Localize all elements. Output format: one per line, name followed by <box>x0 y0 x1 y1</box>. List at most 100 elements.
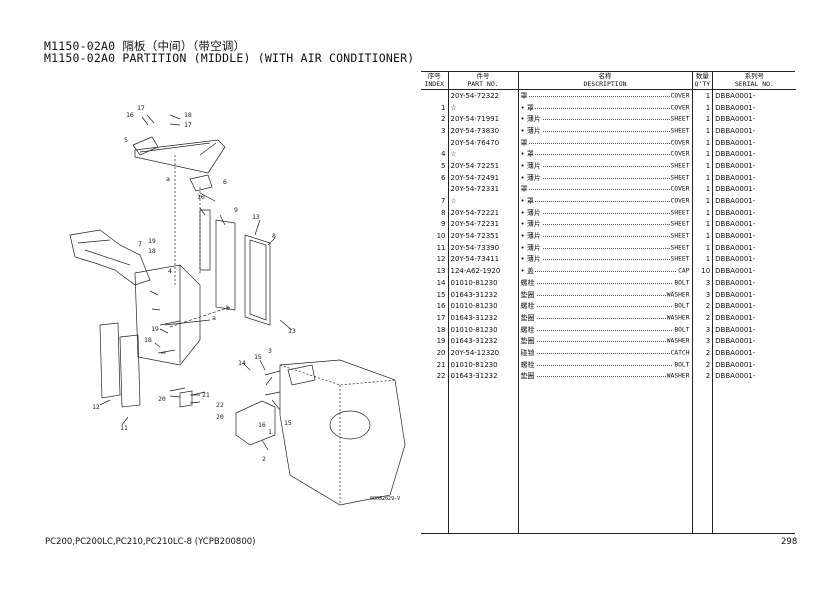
description-cn: • 薄片 <box>520 220 542 229</box>
row-index: 3 <box>421 125 449 137</box>
callout-13: 13 <box>252 213 260 221</box>
filler-cell <box>713 382 796 534</box>
row-index: 18 <box>421 323 449 336</box>
row-qty: 3 <box>692 288 714 301</box>
dot-leader <box>522 236 688 238</box>
row-index <box>421 89 449 102</box>
description-en: WASHER <box>665 291 690 299</box>
description-en: SHEET <box>669 209 690 217</box>
row-qty: 1 <box>692 148 714 161</box>
row-part-no: 20Y-54-73390 <box>448 241 519 254</box>
callout-16: 16 <box>126 111 134 119</box>
row-index: 1 <box>421 101 449 114</box>
row-part-no: 20Y-54-72251 <box>448 160 519 172</box>
description-cn: • 薄片 <box>520 243 542 252</box>
row-qty: 2 <box>692 370 714 383</box>
dot-leader <box>522 119 688 121</box>
row-part-no: 20Y-54-76470 <box>448 136 519 149</box>
row-index: 12 <box>421 253 449 266</box>
callout-3: 3 <box>268 347 272 355</box>
row-part-no: 20Y-54-72491 <box>448 171 519 184</box>
row-part-no: 01643-31232 <box>448 312 519 324</box>
callout-12: 12 <box>92 403 100 411</box>
description-cn: • 薄片 <box>520 126 542 135</box>
row-qty: 2 <box>692 300 714 313</box>
dot-leader <box>522 154 688 156</box>
description-cn: 罩 <box>520 91 529 100</box>
row-part-no: 20Y-54-73830 <box>448 125 519 137</box>
row-qty: 1 <box>692 125 714 137</box>
row-serial-no: DBBA0001- <box>715 115 756 124</box>
row-part-no: 20Y-54-71991 <box>448 113 519 126</box>
description-en: SHEET <box>669 220 690 228</box>
description-cn: 螺栓 <box>520 325 536 334</box>
callout-17: 17 <box>137 104 145 112</box>
callout-18: 18 <box>184 111 192 119</box>
row-index: 19 <box>421 335 449 348</box>
dot-leader <box>522 165 688 167</box>
row-serial-no: DBBA0001- <box>715 267 756 276</box>
dot-leader <box>522 306 688 308</box>
dot-leader <box>522 107 688 109</box>
description-cn: 螺栓 <box>520 278 536 287</box>
row-qty: 1 <box>692 89 714 102</box>
description-cn: • 罩 <box>520 150 535 159</box>
dot-leader <box>522 201 688 203</box>
callout-21: 21 <box>202 391 210 399</box>
description-cn: 垫圈 <box>520 372 536 381</box>
description-en: SHEET <box>669 174 690 182</box>
callout-11: 11 <box>120 424 128 432</box>
description-en: COVER <box>669 150 690 158</box>
part-catch-20 <box>179 390 193 408</box>
description-cn: • 薄片 <box>520 232 542 241</box>
callout-7: 7 <box>138 240 142 248</box>
callout-5: 5 <box>124 136 128 144</box>
callout-4: 4 <box>168 267 172 275</box>
dot-leader <box>522 329 688 331</box>
table-filler-row <box>421 382 796 535</box>
row-qty: 1 <box>692 101 714 114</box>
dot-leader <box>522 271 688 273</box>
row-part-no: ☆ <box>448 101 519 114</box>
row-serial-no: DBBA0001- <box>715 313 756 322</box>
part-6 <box>189 174 213 192</box>
row-qty: 1 <box>692 230 714 242</box>
row-part-no: 01010-81230 <box>448 323 519 336</box>
callout-19b: 19 <box>151 325 159 333</box>
row-part-no: 20Y-54-72331 <box>448 183 519 196</box>
row-index: 21 <box>421 358 449 371</box>
callout-14: 14 <box>238 359 246 367</box>
callout-18c: 18 <box>144 336 152 344</box>
row-part-no: ☆ <box>448 148 519 161</box>
callout-6: 6 <box>223 178 227 186</box>
part-5 <box>132 136 159 156</box>
callout-a-top: a <box>166 175 170 183</box>
dot-leader <box>522 376 688 378</box>
row-serial-no: DBBA0001- <box>715 150 756 159</box>
row-qty: 1 <box>692 183 714 196</box>
row-index: 4 <box>421 148 449 161</box>
part-sheet-12 <box>99 322 121 399</box>
row-qty: 1 <box>692 195 714 207</box>
description-en: BOLT <box>673 361 690 369</box>
dot-leader <box>522 247 688 249</box>
row-part-no: 01643-31232 <box>448 288 519 301</box>
dot-leader <box>522 259 688 261</box>
row-serial-no: DBBA0001- <box>715 91 756 100</box>
